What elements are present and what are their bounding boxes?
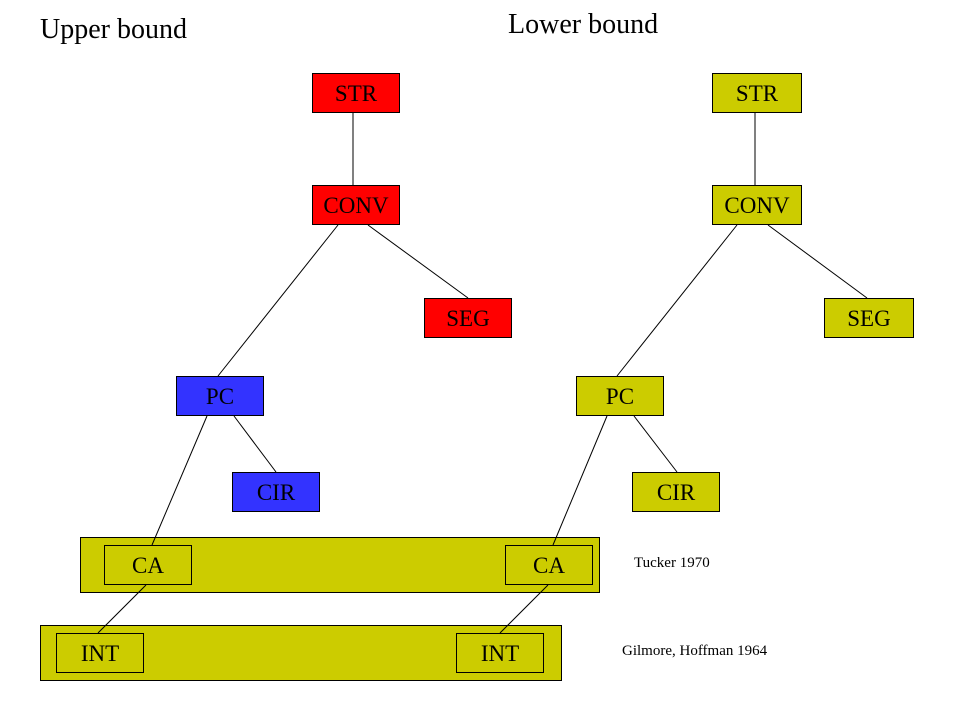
lower-ca-node: CA	[505, 545, 593, 585]
gilmore-hoffman-note: Gilmore, Hoffman 1964	[622, 643, 768, 659]
edge-upper-conv-pc	[217, 224, 339, 377]
upper-ca-node: CA	[104, 545, 192, 585]
lower-bound-title: Lower bound	[508, 9, 659, 40]
edge-upper-ca-int	[97, 584, 147, 634]
upper-seg-node: SEG	[424, 298, 512, 338]
upper-int-node: INT	[56, 633, 144, 673]
edge-upper-conv-seg	[367, 224, 469, 299]
edge-upper-pc-ca	[151, 415, 208, 546]
upper-pc-node: PC	[176, 376, 264, 416]
edge-lower-conv-pc	[616, 224, 738, 377]
upper-bound-title: Upper bound	[40, 14, 187, 45]
tucker-note: Tucker 1970	[634, 555, 710, 571]
lower-cir-node: CIR	[632, 472, 720, 512]
lower-seg-node: SEG	[824, 298, 914, 338]
upper-str-node: STR	[312, 73, 400, 113]
lower-int-node: INT	[456, 633, 544, 673]
upper-cir-node: CIR	[232, 472, 320, 512]
upper-conv-node: CONV	[312, 185, 400, 225]
edge-upper-pc-cir	[233, 415, 277, 473]
edge-lower-pc-ca	[552, 415, 608, 546]
edge-lower-pc-cir	[633, 415, 678, 473]
lower-pc-node: PC	[576, 376, 664, 416]
lower-conv-node: CONV	[712, 185, 802, 225]
edge-lower-ca-int	[499, 584, 549, 634]
lower-str-node: STR	[712, 73, 802, 113]
edge-lower-conv-seg	[767, 224, 868, 299]
